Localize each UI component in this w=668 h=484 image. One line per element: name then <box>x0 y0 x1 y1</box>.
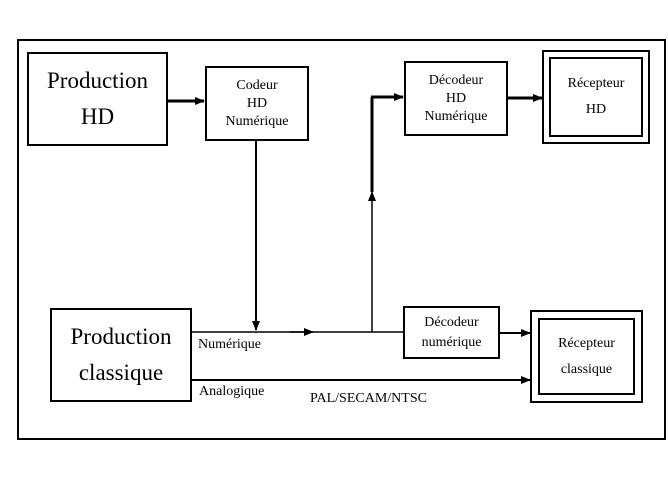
recepteur-hd-inner-frame <box>549 57 643 137</box>
label-analogique: Analogique <box>199 384 265 399</box>
recepteur-hd-box: Récepteur HD <box>542 50 650 144</box>
label-pal-secam-ntsc: PAL/SECAM/NTSC <box>310 391 427 406</box>
production-classique-line1: Production <box>70 324 172 349</box>
decodeur-hd-line1: Décodeur <box>428 72 484 88</box>
codeur-line3: Numérique <box>225 113 289 129</box>
recepteur-classique-line2: classique <box>560 361 613 377</box>
label-numerique: Numérique <box>198 337 261 352</box>
recepteur-classique-inner-frame <box>538 318 635 395</box>
production-hd-line1: Production <box>47 68 148 93</box>
production-classique-box: Production classique <box>50 308 192 402</box>
decodeur-num-line1: Décodeur <box>424 314 479 330</box>
decodeur-num-line2: numérique <box>421 334 482 350</box>
decodeur-hd-line3: Numérique <box>424 108 488 124</box>
decodeur-hd-line2: HD <box>445 90 467 106</box>
recepteur-classique-line1: Récepteur <box>558 335 615 351</box>
decodeur-hd-box: Décodeur HD Numérique <box>404 61 508 136</box>
outer-frame <box>17 39 666 440</box>
production-classique-line2: classique <box>78 360 164 385</box>
recepteur-hd-line2: HD <box>585 102 607 117</box>
recepteur-hd-line1: Récepteur <box>567 76 625 91</box>
production-hd-line2: HD <box>80 104 115 129</box>
decodeur-numerique-box: Décodeur numérique <box>403 306 500 359</box>
codeur-line2: HD <box>246 95 268 111</box>
recepteur-classique-box: Récepteur classique <box>530 310 643 403</box>
production-hd-box: Production HD <box>27 52 168 146</box>
codeur-hd-box: Codeur HD Numérique <box>205 66 309 141</box>
codeur-line1: Codeur <box>236 77 278 93</box>
